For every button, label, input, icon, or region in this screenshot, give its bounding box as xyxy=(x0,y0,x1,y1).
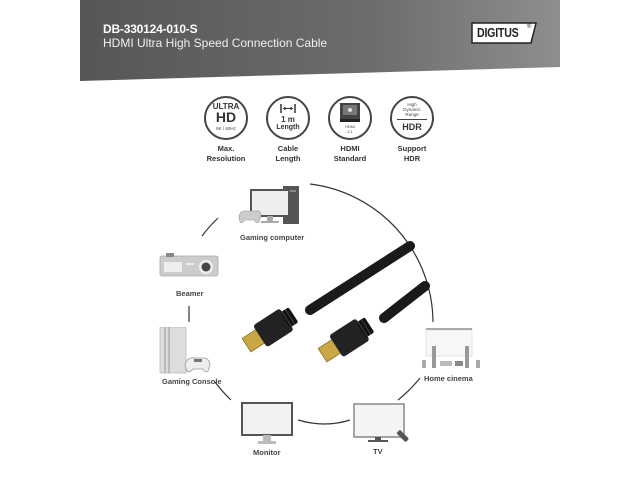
arc-monitor-console xyxy=(214,381,232,401)
gaming-computer-icon xyxy=(238,186,299,224)
product-subtitle: HDMI Ultra High Speed Connection Cable xyxy=(103,36,328,50)
device-label-tv: TV xyxy=(373,447,383,456)
registered-mark: ® xyxy=(527,24,532,30)
device-label-home-cinema: Home cinema xyxy=(424,374,473,383)
cable-length-icon: 1 m Length xyxy=(266,96,310,140)
arc-computer-homecinema xyxy=(309,183,434,323)
arc-beamer-computer xyxy=(201,217,219,237)
ultra-text: ULTRA xyxy=(212,102,240,111)
hdmi-connector-right xyxy=(317,317,374,363)
arrow-width-icon xyxy=(280,104,296,113)
cable-strand-2 xyxy=(379,281,430,323)
header-background xyxy=(80,0,560,81)
divider xyxy=(397,119,427,120)
feature-max-resolution: ULTRA HD 8K / 60Hz Max.Resolution xyxy=(196,96,256,164)
home-cinema-icon xyxy=(422,328,480,368)
connection-circle xyxy=(188,183,434,425)
ultra-hd-icon: ULTRA HD 8K / 60Hz xyxy=(204,96,248,140)
hdmi-port-icon xyxy=(340,103,360,122)
hdr-text: HDR xyxy=(402,122,422,132)
product-sku: DB-330124-010-S xyxy=(103,22,198,36)
product-infographic: DB-330124-010-S HDMI Ultra High Speed Co… xyxy=(80,0,560,480)
gaming-console-icon xyxy=(159,327,211,374)
feature-label: Max.Resolution xyxy=(206,144,246,163)
device-label-gaming-console: Gaming Console xyxy=(162,377,222,386)
refresh-text: 8K / 60Hz xyxy=(216,126,236,131)
length-text: Length xyxy=(276,124,300,131)
device-label-beamer: Beamer xyxy=(176,289,204,298)
arc-homecinema-tv xyxy=(397,377,421,401)
monitor-icon xyxy=(241,402,293,444)
device-label-gaming-computer: Gaming computer xyxy=(240,233,305,242)
brand-name: DIGITUS xyxy=(477,25,519,40)
hd-text: HD xyxy=(215,109,237,125)
hdmi-cable xyxy=(241,241,430,363)
beamer-icon xyxy=(159,253,219,277)
cable-strand-1 xyxy=(305,241,415,315)
device-label-monitor: Monitor xyxy=(253,448,281,457)
hdmi-connector-left xyxy=(241,307,298,353)
brand-logo: DIGITUS ® xyxy=(471,22,537,44)
tv-icon xyxy=(353,403,409,442)
length-value: 1 m xyxy=(281,115,295,124)
arc-tv-monitor xyxy=(297,419,351,425)
header-banner: DB-330124-010-S HDMI Ultra High Speed Co… xyxy=(80,0,560,82)
